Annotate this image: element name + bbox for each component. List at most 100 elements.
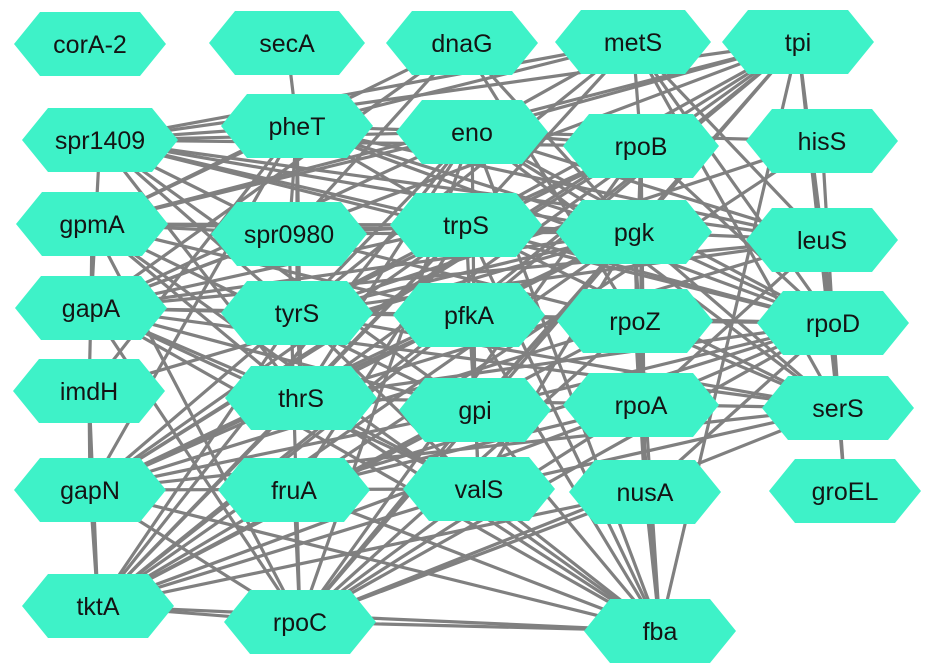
node-label: tpi — [785, 29, 811, 57]
node-hexagon — [557, 289, 713, 353]
node-pheT[interactable]: pheT — [221, 94, 373, 158]
edge-gapN-fba — [88, 488, 662, 633]
edge-leuS-tyrS — [295, 238, 824, 315]
node-hexagon — [14, 458, 166, 522]
node-hexagon — [555, 10, 711, 74]
node-rpoD[interactable]: rpoD — [757, 291, 909, 355]
node-imdH[interactable]: imdH — [13, 359, 165, 423]
node-label: rpoB — [615, 133, 668, 161]
edge-rpoD-rpoC — [298, 321, 835, 624]
node-hexagon — [209, 11, 365, 75]
node-groEL[interactable]: groEL — [769, 459, 921, 523]
node-trpS[interactable]: trpS — [390, 193, 542, 257]
edge-pgk-tktA — [96, 230, 636, 608]
node-thrS[interactable]: thrS — [225, 366, 377, 430]
node-tyrS[interactable]: tyrS — [221, 281, 373, 345]
node-pfkA[interactable]: pfkA — [393, 283, 545, 347]
node-hexagon — [746, 208, 898, 272]
node-hexagon — [22, 574, 174, 638]
node-label: gpmA — [59, 211, 125, 239]
node-label: fba — [643, 618, 678, 646]
node-label: leuS — [797, 227, 847, 255]
node-label: fruA — [271, 477, 317, 505]
edge-metS-spr1409 — [98, 40, 635, 142]
node-rpoB[interactable]: rpoB — [563, 114, 719, 178]
node-fruA[interactable]: fruA — [218, 458, 370, 522]
node-hexagon — [393, 283, 545, 347]
node-hexagon — [403, 457, 555, 521]
node-hexagon — [15, 276, 167, 340]
node-secA[interactable]: secA — [209, 11, 365, 75]
edge-tyrS-tktA — [96, 311, 299, 608]
node-label: secA — [259, 30, 315, 58]
node-corA-2[interactable]: corA-2 — [14, 12, 166, 76]
node-label: thrS — [278, 385, 324, 413]
node-label: pheT — [269, 113, 326, 141]
edge-rpoD-fruA — [292, 321, 835, 492]
node-rpoA[interactable]: rpoA — [563, 373, 719, 437]
node-label: eno — [451, 119, 493, 147]
node-rpoC[interactable]: rpoC — [224, 590, 376, 654]
edge-rpoD-thrS — [299, 321, 835, 400]
node-pgk[interactable]: pgk — [556, 200, 712, 264]
node-hexagon — [221, 94, 373, 158]
node-leuS[interactable]: leuS — [746, 208, 898, 272]
node-hexagon — [390, 193, 542, 257]
node-gapN[interactable]: gapN — [14, 458, 166, 522]
node-hexagon — [396, 100, 548, 164]
node-rpoZ[interactable]: rpoZ — [557, 289, 713, 353]
node-label: gapN — [60, 477, 120, 505]
node-label: rpoZ — [609, 308, 660, 336]
node-label: tktA — [76, 593, 119, 621]
node-hexagon — [757, 291, 909, 355]
node-dnaG[interactable]: dnaG — [386, 11, 538, 75]
node-label: tyrS — [275, 300, 319, 328]
node-tktA[interactable]: tktA — [22, 574, 174, 638]
node-hexagon — [584, 599, 736, 663]
node-hexagon — [563, 114, 719, 178]
node-label: pgk — [614, 219, 655, 247]
edge-serS-rpoC — [298, 406, 840, 624]
node-label: rpoD — [806, 310, 860, 338]
node-label: groEL — [812, 478, 879, 506]
node-hisS[interactable]: hisS — [746, 109, 898, 173]
node-hexagon — [13, 359, 165, 423]
node-valS[interactable]: valS — [403, 457, 555, 521]
edge-fruA-fba — [292, 488, 662, 633]
edge-pgk-gapA — [89, 230, 636, 310]
node-gapA[interactable]: gapA — [15, 276, 167, 340]
node-label: nusA — [617, 479, 674, 507]
edge-gpmA-fba — [90, 222, 662, 633]
node-label: dnaG — [431, 30, 492, 58]
node-gpi[interactable]: gpi — [399, 378, 551, 442]
node-fba[interactable]: fba — [584, 599, 736, 663]
edge-pheT-imdH — [87, 124, 299, 393]
edge-thrS-tktA — [96, 396, 303, 608]
node-gpmA[interactable]: gpmA — [16, 192, 168, 256]
node-label: imdH — [60, 378, 118, 406]
edge-gpmA-pgk — [90, 222, 636, 234]
node-hexagon — [22, 108, 178, 172]
node-serS[interactable]: serS — [762, 376, 914, 440]
node-spr0980[interactable]: spr0980 — [211, 202, 367, 266]
node-tpi[interactable]: tpi — [722, 10, 874, 74]
node-hexagon — [211, 202, 367, 266]
node-hexagon — [221, 281, 373, 345]
edge-serS-gapN — [88, 406, 840, 492]
node-hexagon — [16, 192, 168, 256]
node-metS[interactable]: metS — [555, 10, 711, 74]
node-hexagon — [762, 376, 914, 440]
node-label: rpoC — [273, 609, 327, 637]
node-label: pfkA — [444, 302, 494, 330]
node-label: spr1409 — [55, 127, 145, 155]
node-hexagon — [722, 10, 874, 74]
node-hexagon — [569, 460, 721, 524]
edge-tktA-fba — [96, 604, 662, 633]
node-layer: corA-2 secA dnaG metS tpi spr1409 pheT eno rpoB h… — [13, 10, 921, 663]
node-nusA[interactable]: nusA — [569, 460, 721, 524]
node-eno[interactable]: eno — [396, 100, 548, 164]
node-spr1409[interactable]: spr1409 — [22, 108, 178, 172]
node-label: rpoA — [615, 392, 668, 420]
edge-leuS-gapA — [89, 238, 824, 310]
